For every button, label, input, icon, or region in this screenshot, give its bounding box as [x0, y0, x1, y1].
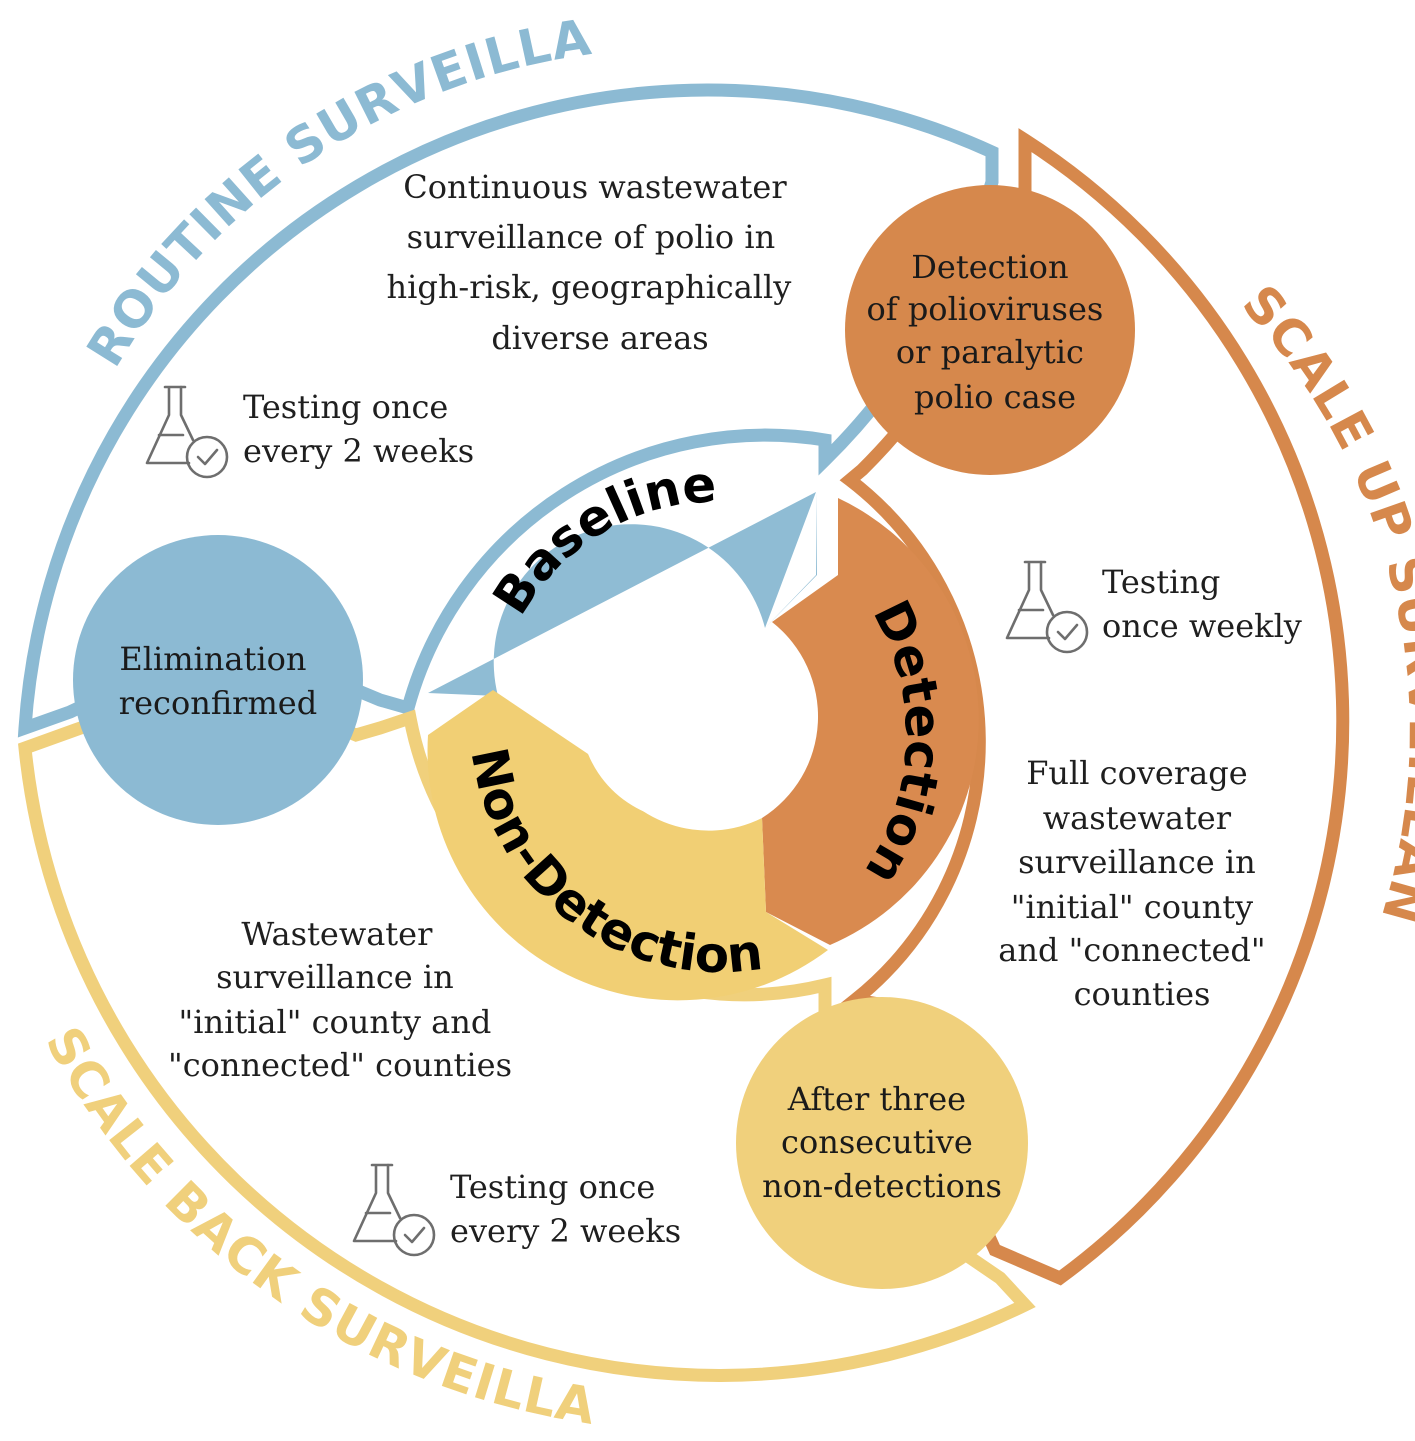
routine-testing-label: Testing once every 2 weeks — [243, 388, 474, 470]
lab-flask-check-icon — [145, 385, 229, 479]
bubble-line: non-detections — [762, 1167, 1002, 1205]
routine-description: Continuous wastewater surveillance of po… — [386, 168, 801, 357]
detection-trigger-bubble: Detection of polioviruses or paralytic p… — [845, 185, 1135, 475]
detection-segment — [762, 498, 979, 945]
lab-flask-check-icon — [352, 1163, 436, 1257]
bubble-line: of polioviruses — [867, 290, 1104, 328]
scale-up-surveillance-band — [839, 128, 1350, 1286]
phase-ring — [403, 374, 979, 1001]
bubble-line: Detection — [911, 248, 1068, 286]
elimination-bubble: Elimination reconfirmed — [73, 535, 363, 825]
bubble-line: polio case — [914, 378, 1076, 416]
bubble-line: or paralytic — [896, 333, 1084, 371]
bubble-line: After three — [787, 1080, 966, 1118]
svg-text:Detection of polioviruse: Detection of polioviruses or paralytic p… — [867, 248, 1114, 416]
lab-flask-check-icon — [1005, 560, 1089, 654]
scale-up-testing-label: Testing once weekly — [1102, 563, 1302, 645]
bubble-line: consecutive — [781, 1123, 973, 1161]
scale-up-description: Full coverage wastewater surveillance in… — [998, 754, 1276, 1013]
baseline-segment — [403, 374, 817, 696]
bubble-line: Elimination — [119, 640, 306, 678]
non-detection-segment — [427, 690, 828, 1001]
ring-center — [580, 605, 796, 821]
after-three-bubble: After three consecutive non-detections — [736, 997, 1028, 1289]
svg-text:After three consecutive: After three consecutive non-detections — [762, 1080, 1002, 1205]
scale-back-description: Wastewater surveillance in "initial" cou… — [168, 915, 512, 1084]
svg-text:Elimination reconfirmed: Elimination reconfirmed — [119, 640, 317, 722]
scale-back-surveillance-band — [18, 699, 1036, 1382]
scale-back-testing-label: Testing once every 2 weeks — [450, 1168, 681, 1250]
bubble-line: reconfirmed — [119, 684, 317, 722]
